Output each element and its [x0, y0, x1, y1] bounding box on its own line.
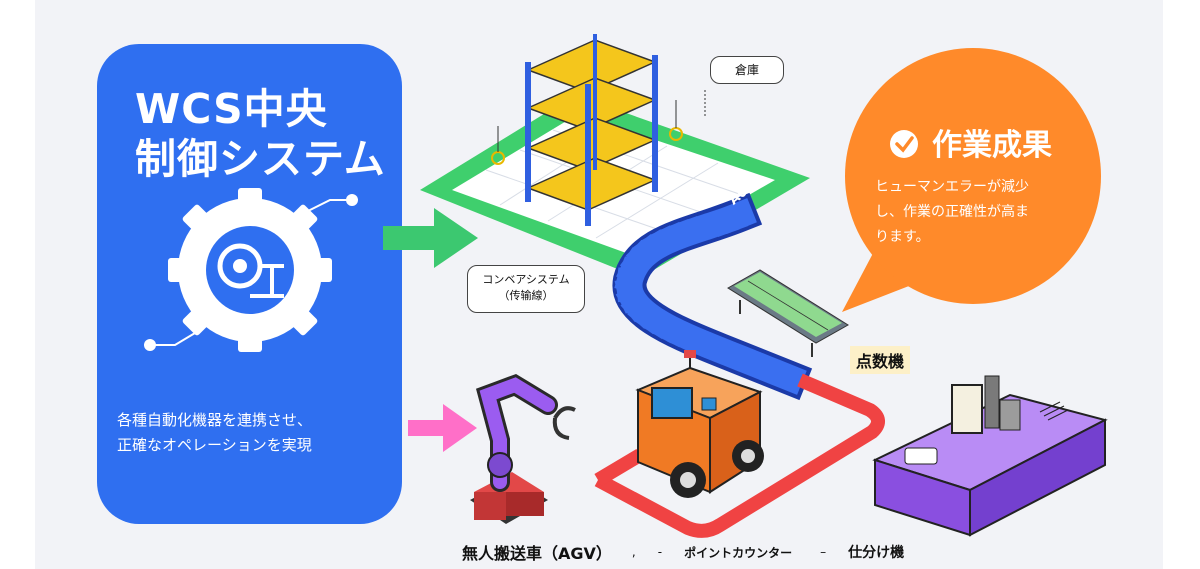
caption-separator: -: [657, 545, 663, 559]
caption-point-counter: ポイントカウンター: [684, 545, 793, 560]
wcs-description: 各種自動化機器を連携させ、 正確なオペレーションを実現: [117, 411, 313, 454]
conveyor-label: コンベアシステム （传输線）: [467, 265, 585, 313]
agv-path: [594, 373, 885, 538]
result-bubble: [842, 48, 1101, 312]
robot-arm: [470, 373, 576, 524]
warehouse-label: 倉庫: [710, 56, 784, 84]
arrow-right-icon: [408, 404, 477, 452]
point-counter-machine: [727, 269, 849, 357]
wcs-title: WCS中央 制御システム: [135, 85, 386, 183]
caption-separator: ,: [631, 545, 636, 559]
bottom-caption: 無人搬送車（AGV） , - ポイントカウンター – 仕分け機: [462, 540, 904, 564]
storage-rack: [491, 34, 706, 226]
sorter-machine: [872, 375, 1108, 537]
caption-agv: 無人搬送車（AGV）: [462, 544, 612, 563]
gear-icon: [144, 188, 358, 352]
point-counter-label: 点数機: [850, 346, 911, 374]
conveyor-belt: [612, 192, 813, 401]
result-title: 作業成果: [932, 128, 1052, 163]
caption-sorter: 仕分け機: [848, 545, 905, 561]
arrow-right-icon: [383, 208, 478, 268]
caption-separator: –: [820, 545, 827, 559]
check-circle-icon: [890, 130, 918, 158]
agv-vehicle: [635, 350, 764, 498]
result-text: ヒューマンエラーが減少 し、作業の正確性が高ま ります。: [875, 179, 1029, 245]
